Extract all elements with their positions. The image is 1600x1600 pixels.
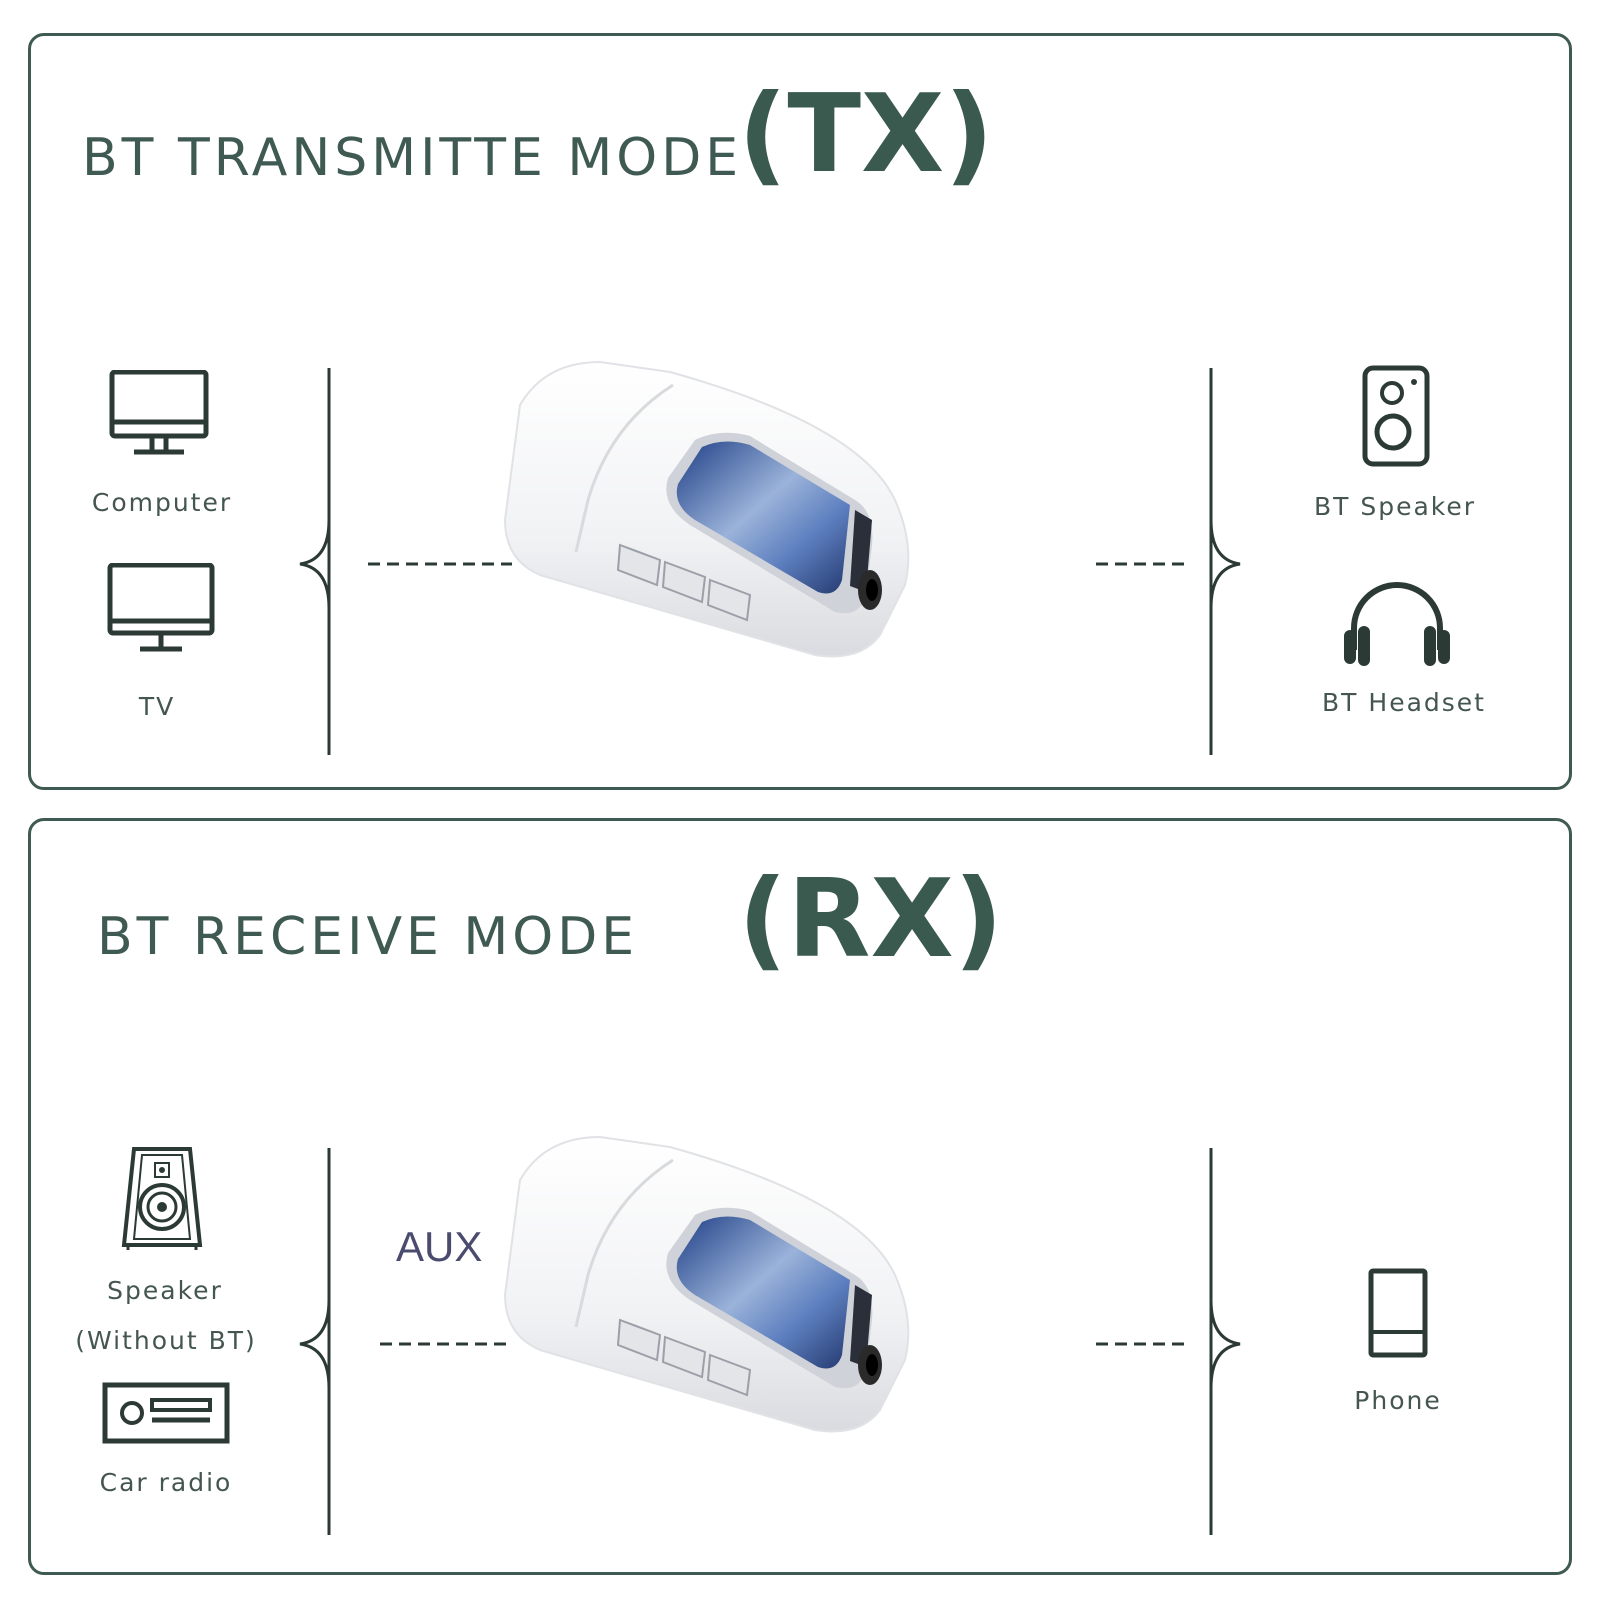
rx-mode-title: BT RECEIVE MODE xyxy=(97,907,639,967)
tx-mode-title: BT TRANSMITTE MODE xyxy=(82,128,743,188)
rx-mode-code: (RX) xyxy=(738,857,1004,982)
tx-mode-code: (TX) xyxy=(738,72,994,197)
source-label-tv: TV xyxy=(138,692,176,721)
car-radio-icon xyxy=(102,1382,230,1444)
computer-monitor-icon xyxy=(109,370,209,455)
target-label-bt-headset: BT Headset xyxy=(1322,688,1486,717)
target-label-bt-speaker: BT Speaker xyxy=(1313,492,1477,521)
phone-icon xyxy=(1368,1268,1428,1358)
source-label-without-bt: (Without BT) xyxy=(75,1326,257,1355)
aux-label: AUX xyxy=(396,1223,483,1270)
headset-icon xyxy=(1344,582,1450,666)
speaker-icon xyxy=(1362,365,1430,467)
tower-speaker-icon xyxy=(121,1147,203,1250)
source-label-car-radio: Car radio xyxy=(99,1468,233,1497)
tv-monitor-icon xyxy=(107,563,215,652)
source-label-speaker: Speaker xyxy=(107,1276,223,1305)
target-label-phone: Phone xyxy=(1354,1386,1442,1415)
source-label-computer: Computer xyxy=(91,488,233,517)
